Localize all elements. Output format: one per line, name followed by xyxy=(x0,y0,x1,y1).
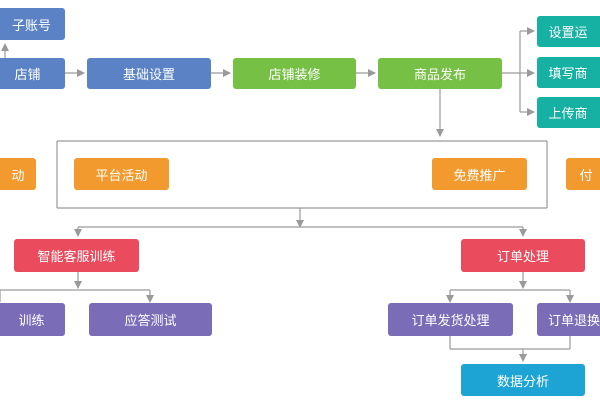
node-sub-account: 子账号 xyxy=(0,8,65,40)
node-fill-product: 填写商 xyxy=(537,57,600,88)
node-order-processing: 订单处理 xyxy=(461,239,585,272)
node-label: 智能客服训练 xyxy=(37,250,116,265)
node-training: 训练 xyxy=(0,303,65,336)
node-free-promotion: 免费推广 xyxy=(432,158,527,190)
node-basic-settings: 基础设置 xyxy=(87,58,211,89)
node-label: 基础设置 xyxy=(122,68,175,83)
node-label: 商品发布 xyxy=(413,68,466,83)
node-order-shipping: 订单发货处理 xyxy=(388,303,513,336)
node-label: 平台活动 xyxy=(95,168,148,184)
node-upload-product: 上传商 xyxy=(537,97,600,128)
node-label: 子账号 xyxy=(11,18,51,34)
node-store-decoration: 店铺装修 xyxy=(233,58,356,89)
node-product-publish: 商品发布 xyxy=(378,58,502,89)
node-paid-promotion: 付 xyxy=(566,158,600,190)
node-label: 填写商 xyxy=(548,67,588,82)
node-label: 店铺 xyxy=(14,68,41,83)
node-order-return: 订单退换 xyxy=(537,303,600,336)
node-platform-activity: 平台活动 xyxy=(74,158,169,190)
node-label: 应答测试 xyxy=(124,314,177,329)
node-label: 店铺装修 xyxy=(268,68,321,83)
node-data-analysis: 数据分析 xyxy=(461,364,585,396)
node-label: 设置运 xyxy=(548,26,588,41)
node-label: 免费推广 xyxy=(453,168,506,184)
node-label: 订单退换 xyxy=(547,314,600,329)
node-activity: 动 xyxy=(0,158,36,190)
node-set-shipping: 设置运 xyxy=(537,16,600,47)
node-smart-cs-training: 智能客服训练 xyxy=(14,239,139,272)
node-reply-test: 应答测试 xyxy=(89,303,212,336)
node-label: 动 xyxy=(11,168,25,184)
node-label: 订单发货处理 xyxy=(411,314,490,329)
node-store: 店铺 xyxy=(0,58,65,89)
node-label: 上传商 xyxy=(548,107,588,122)
node-label: 付 xyxy=(579,168,593,184)
node-label: 订单处理 xyxy=(496,250,549,265)
node-label: 训练 xyxy=(18,314,45,329)
node-label: 数据分析 xyxy=(496,374,549,390)
